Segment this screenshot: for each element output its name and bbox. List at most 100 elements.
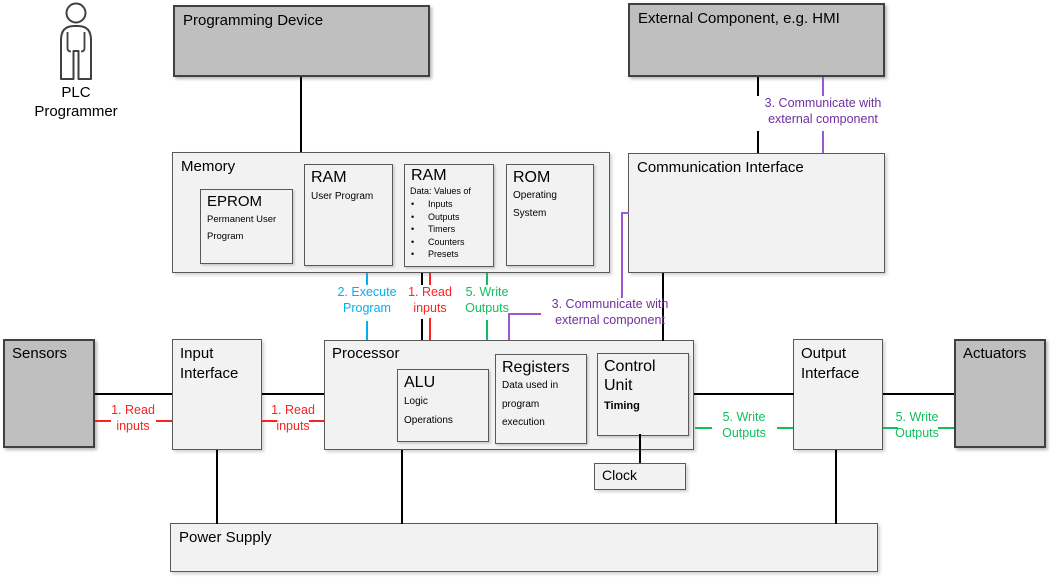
- connector-input-processor: [262, 393, 324, 395]
- control-unit-text: Timing: [604, 400, 640, 412]
- annotation-line: 3. Communicate with: [551, 297, 669, 311]
- connector-external-comm-black: [757, 77, 759, 96]
- annotation-line: 1. Read: [408, 285, 452, 299]
- connector-communicate: [621, 212, 623, 298]
- annotation-line: inputs: [116, 418, 150, 433]
- plc-programmer-label: PLC Programmer: [34, 83, 117, 121]
- connector-progdev-memory: [300, 77, 302, 152]
- alu-title: ALU: [404, 374, 436, 391]
- connector-output-actuators: [883, 393, 954, 395]
- annotation-line: 1. Read: [111, 403, 155, 417]
- connector-memory-processor-black: [421, 319, 423, 340]
- processor-box: Processor ALU Logic Operations Registers…: [324, 340, 694, 450]
- annotation-line: Program: [343, 300, 391, 315]
- eprom-title: EPROM: [207, 193, 263, 210]
- annotation-line: inputs: [276, 418, 310, 433]
- control-unit-box: Control Unit Timing: [597, 353, 689, 436]
- list-item: Counters: [411, 236, 493, 249]
- annotation-line: Outputs: [465, 300, 509, 315]
- connector-execute-program: [366, 273, 368, 285]
- power-supply-box: Power Supply: [170, 523, 878, 572]
- memory-box: Memory EPROM Permanent User Program RAM …: [172, 152, 610, 273]
- annotation-read-inputs-2: 1. Read inputs: [271, 403, 315, 434]
- alu-box: ALU Logic Operations: [397, 369, 489, 442]
- connector-write-outputs: [695, 427, 712, 429]
- connector-communicate: [621, 212, 629, 214]
- annotation-write-outputs-memory: 5. Write Outputs: [465, 285, 509, 316]
- connector-output-powersupply: [835, 450, 837, 524]
- list-item: Presets: [411, 248, 493, 261]
- external-component-label: External Component, e.g. HMI: [638, 10, 840, 27]
- programming-device-label: Programming Device: [183, 12, 324, 29]
- registers-title: Registers: [502, 359, 570, 376]
- connector-read-inputs: [262, 420, 277, 422]
- annotation-line: 3. Communicate with: [764, 96, 882, 110]
- connector-write-outputs: [486, 320, 488, 340]
- annotation-line: external component: [768, 111, 878, 126]
- memory-label: Memory: [181, 158, 236, 175]
- connector-execute-program: [366, 321, 368, 340]
- connector-comm-processor: [662, 273, 664, 341]
- sensors-label: Sensors: [12, 345, 68, 362]
- control-unit-title: Control Unit: [604, 358, 656, 394]
- actuators-label: Actuators: [963, 345, 1027, 362]
- annotation-write-outputs-2: 5. Write Outputs: [895, 410, 939, 441]
- ram-data-box: RAM Data: Values of InputsOutputsTimersC…: [404, 164, 494, 267]
- connector-processor-powersupply: [401, 450, 403, 524]
- annotation-communicate-mid: 3. Communicate with external component: [552, 297, 669, 328]
- annotation-line: 1. Read: [271, 403, 315, 417]
- connector-input-powersupply: [216, 450, 218, 524]
- input-interface-label: Input Interface: [180, 345, 239, 382]
- output-interface-box: Output Interface: [793, 339, 883, 450]
- rom-text: Operating: [513, 190, 557, 201]
- label-line: Programmer: [34, 103, 118, 120]
- eprom-box: EPROM Permanent User Program: [200, 189, 293, 264]
- connector-processor-output: [694, 393, 794, 395]
- rom-title: ROM: [513, 169, 551, 186]
- plc-programmer-icon: [60, 2, 92, 80]
- annotation-line: 5. Write: [895, 410, 939, 424]
- annotation-line: Outputs: [722, 425, 766, 440]
- programming-device-box: Programming Device: [173, 5, 430, 77]
- connector-write-outputs: [777, 427, 793, 429]
- ram-data-title: RAM: [411, 167, 447, 184]
- external-component-box: External Component, e.g. HMI: [628, 3, 885, 77]
- annotation-read-inputs-memory: 1. Read inputs: [408, 285, 452, 316]
- annotation-communicate-top: 3. Communicate with external component: [765, 96, 882, 127]
- actuators-box: Actuators: [954, 339, 1046, 448]
- connector-read-inputs: [429, 273, 431, 285]
- connector-memory-processor-black: [421, 273, 423, 285]
- annotation-line: 5. Write: [722, 410, 766, 424]
- annotation-line: 2. Execute: [337, 285, 397, 299]
- connector-write-outputs: [486, 273, 488, 285]
- rom-text: System: [513, 208, 547, 219]
- connector-external-comm-black: [757, 131, 759, 153]
- connector-controlunit-clock: [639, 434, 641, 463]
- eprom-text: Program: [207, 231, 244, 242]
- annotation-line: inputs: [413, 300, 447, 315]
- output-interface-label: Output Interface: [801, 345, 860, 382]
- power-supply-label: Power Supply: [179, 529, 272, 546]
- ram-user-text: User Program: [311, 191, 374, 202]
- annotation-write-outputs-1: 5. Write Outputs: [722, 410, 766, 441]
- alu-text: Operations: [404, 415, 453, 426]
- ram-user-title: RAM: [311, 169, 347, 186]
- connector-read-inputs: [95, 420, 111, 422]
- processor-label: Processor: [332, 345, 400, 362]
- annotation-line: Outputs: [895, 425, 939, 440]
- connector-communicate: [822, 131, 824, 153]
- label-line: PLC: [61, 84, 91, 101]
- connector-communicate: [508, 313, 510, 340]
- list-item: Inputs: [411, 198, 493, 211]
- communication-interface-box: Communication Interface: [628, 153, 885, 273]
- connector-read-inputs: [156, 420, 172, 422]
- communication-interface-label: Communication Interface: [637, 159, 804, 176]
- alu-text: Logic: [404, 396, 428, 407]
- ram-data-item-list: InputsOutputsTimersCountersPresets: [405, 198, 493, 261]
- annotation-execute-program: 2. Execute Program: [337, 285, 396, 316]
- connector-write-outputs: [938, 427, 954, 429]
- sensors-box: Sensors: [3, 339, 95, 448]
- registers-text: program: [502, 398, 540, 410]
- connector-read-inputs: [429, 318, 431, 340]
- annotation-read-inputs-1: 1. Read inputs: [111, 403, 155, 434]
